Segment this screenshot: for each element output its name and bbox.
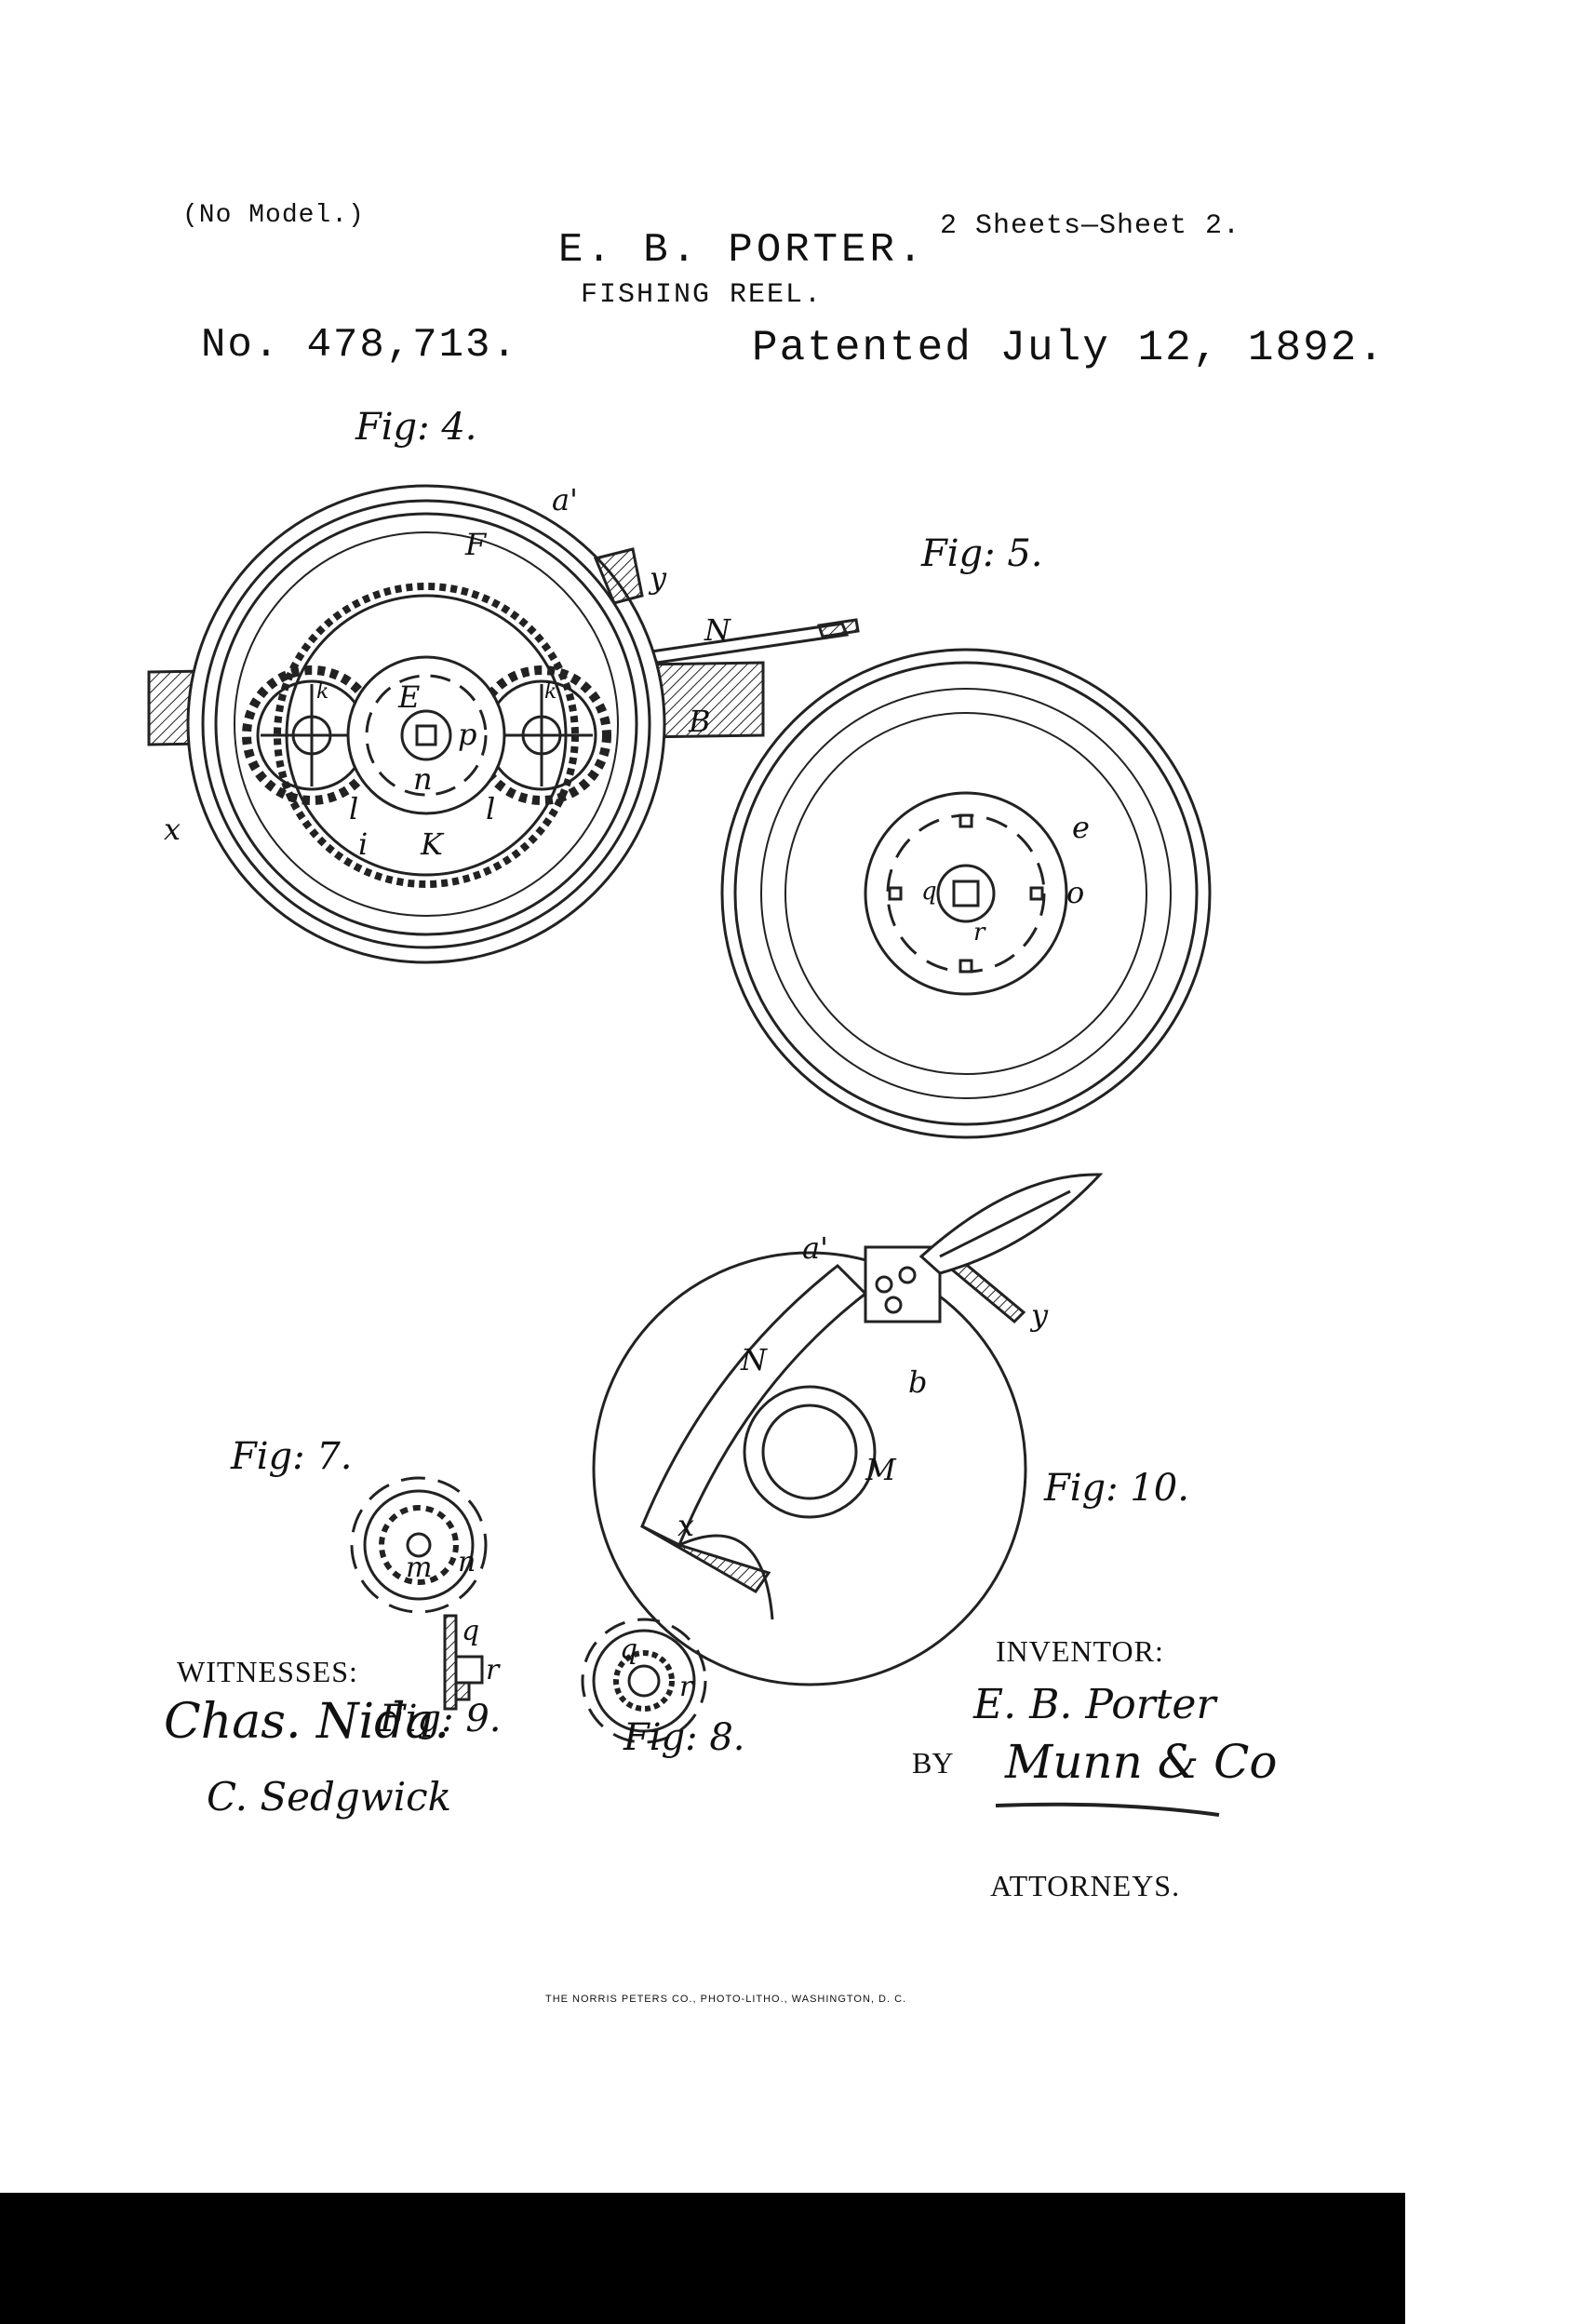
figure-captions: Fig: 4. Fig: 5. Fig: 7. Fig: 10. Fig: 9.… bbox=[230, 406, 1189, 1759]
printer-credit: THE NORRIS PETERS CO., PHOTO-LITHO., WAS… bbox=[545, 1994, 907, 2005]
fig10-label-b: b bbox=[908, 1364, 927, 1400]
figure-10-labels: a' y N b M x bbox=[677, 1230, 1049, 1543]
fig5-label-q: q bbox=[921, 878, 937, 906]
fig4-label-y: y bbox=[648, 560, 667, 596]
figure-7-drawing bbox=[350, 1476, 488, 1614]
fig4-label-F: F bbox=[464, 527, 488, 562]
fig10-label-y: y bbox=[1029, 1297, 1049, 1333]
fig7-label-n: n bbox=[458, 1546, 476, 1578]
attorney-signature-flourish bbox=[995, 1802, 1220, 1817]
attorney-signature: Munn & Co bbox=[1005, 1735, 1278, 1789]
header-invention-title: FISHING REEL. bbox=[581, 279, 824, 311]
figure-4-drawing bbox=[147, 484, 860, 964]
witnesses-label: WITNESSES: bbox=[177, 1655, 358, 1688]
fig8-caption: Fig: 8. bbox=[623, 1716, 745, 1759]
fig4-label-k2: k bbox=[544, 680, 556, 704]
witness-signature-2: C. Sedgwick bbox=[207, 1774, 452, 1820]
fig5-label-e: e bbox=[1072, 810, 1090, 845]
fig4-label-l1: l bbox=[349, 791, 358, 826]
fig10-label-M: M bbox=[865, 1452, 897, 1487]
fig4-label-p: p bbox=[458, 717, 476, 752]
figure-5-drawing bbox=[720, 648, 1212, 1139]
fig4-label-N: N bbox=[704, 612, 731, 648]
figure-8-drawing bbox=[581, 1618, 707, 1744]
fig4-label-i: i bbox=[358, 826, 368, 862]
fig4-label-K: K bbox=[420, 826, 445, 862]
fig10-label-a1: a' bbox=[802, 1230, 828, 1266]
figure-9-drawing bbox=[443, 1614, 484, 1711]
scan-bottom-border bbox=[0, 2193, 1405, 2324]
fig10-label-x: x bbox=[677, 1508, 694, 1543]
header-inventor-name: E. B. PORTER. bbox=[558, 227, 927, 274]
figure-4-labels: a' F y N B E p n K i l l x k k bbox=[164, 482, 731, 862]
fig10-label-N: N bbox=[740, 1342, 768, 1377]
fig9-label-r: r bbox=[486, 1654, 501, 1686]
inventor-signature: E. B. Porter bbox=[973, 1681, 1216, 1728]
figure-9-labels: q r bbox=[462, 1615, 501, 1686]
fig4-label-k1: k bbox=[316, 680, 328, 704]
fig9-caption: Fig: 9. bbox=[379, 1698, 502, 1740]
fig4-caption: Fig: 4. bbox=[355, 406, 477, 449]
fig9-label-q: q bbox=[462, 1615, 479, 1647]
attorneys-label: ATTORNEYS. bbox=[990, 1869, 1181, 1902]
header-sheet-count: 2 Sheets—Sheet 2. bbox=[940, 210, 1241, 242]
fig7-label-m: m bbox=[406, 1552, 432, 1584]
header-patent-date: Patented July 12, 1892. bbox=[752, 324, 1386, 372]
figure-8-labels: q r bbox=[620, 1633, 694, 1703]
fig5-label-r: r bbox=[973, 919, 986, 947]
fig5-caption: Fig: 5. bbox=[920, 532, 1043, 575]
fig8-label-r: r bbox=[679, 1671, 694, 1703]
fig8-label-q: q bbox=[620, 1633, 637, 1666]
fig4-label-l2: l bbox=[486, 791, 495, 826]
witness-signature-1: Chas. Nida. bbox=[164, 1694, 449, 1750]
figure-5-labels: e o q r bbox=[921, 810, 1090, 947]
fig5-label-o: o bbox=[1066, 875, 1084, 910]
fig7-caption: Fig: 7. bbox=[230, 1435, 353, 1478]
header-no-model: (No Model.) bbox=[182, 201, 365, 230]
by-label: BY bbox=[912, 1746, 954, 1780]
fig4-label-E: E bbox=[397, 679, 420, 715]
figure-10-drawing bbox=[592, 1173, 1104, 1686]
figure-7-labels: m n bbox=[406, 1546, 476, 1584]
fig4-label-B: B bbox=[688, 704, 711, 739]
fig4-label-x: x bbox=[164, 812, 181, 847]
header-patent-number: No. 478,713. bbox=[201, 322, 518, 369]
inventor-label: INVENTOR: bbox=[996, 1634, 1164, 1668]
fig4-label-a1: a' bbox=[552, 482, 578, 517]
fig10-caption: Fig: 10. bbox=[1043, 1467, 1189, 1510]
fig4-label-n: n bbox=[413, 761, 433, 797]
